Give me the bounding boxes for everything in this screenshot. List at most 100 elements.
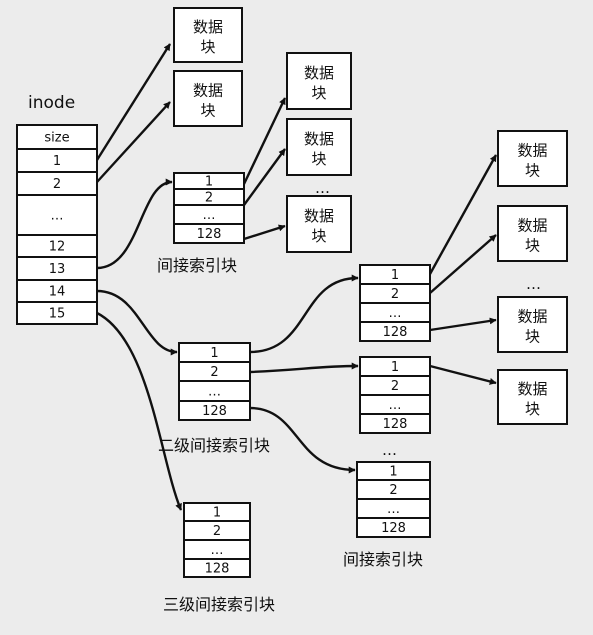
child-index-c-entry: … (387, 502, 400, 517)
triple-index-entry: 1 (213, 506, 221, 521)
single-index-entry: 1 (205, 175, 213, 190)
double-indirect-index-label: 二级间接索引块 (158, 436, 270, 455)
triple-indirect-index-label: 三级间接索引块 (163, 595, 275, 614)
double-indirect-index-block: 1 2 … 128 二级间接索引块 (158, 342, 270, 455)
arrow-child1-1-to-data (428, 154, 498, 275)
data-block: 数据块 (173, 70, 243, 127)
data-block: 数据块 (286, 52, 352, 110)
data-block-label-line1: 数据 (304, 64, 334, 82)
arrow-single-128-to-data (243, 224, 286, 241)
arrow-single-2-to-data (243, 148, 286, 206)
child-index-b-entry: 2 (391, 379, 399, 394)
double-index-cell: 1 (178, 342, 251, 363)
data-block: 数据块 (497, 369, 568, 425)
child-index-c-cell: 1 (356, 461, 431, 481)
child-index-a-entry: 2 (391, 287, 399, 302)
inode-cell: 12 (16, 234, 98, 258)
single-index-cell: 128 (173, 223, 245, 244)
single-index-entry: … (203, 208, 216, 223)
data-block-label-line2: 块 (525, 400, 540, 418)
inode-cell: … (16, 194, 98, 236)
single-index-cell: 2 (173, 188, 245, 206)
inode-entry: 12 (49, 240, 66, 255)
triple-index-entry: … (211, 543, 224, 558)
child-index-b-entry: … (389, 398, 402, 413)
child-index-a-cell: 2 (359, 283, 431, 304)
triple-indirect-index-block: 1 2 … 128 三级间接索引块 (163, 502, 275, 614)
triple-index-cell: 2 (183, 520, 251, 541)
data-block-label-line1: 数据 (517, 217, 547, 235)
child-index-c-cell: … (356, 498, 431, 519)
double-index-cell: 2 (178, 361, 251, 382)
data-block-label-line2: 块 (311, 227, 326, 245)
child-index-c-cell: 2 (356, 479, 431, 500)
child-index-b-entry: 1 (391, 360, 399, 375)
inode-title: inode (28, 93, 75, 113)
arrow-double-1-to-child (249, 274, 359, 354)
pointer-arrows (95, 43, 498, 511)
data-block: 数据块 (497, 296, 568, 353)
data-block-label-line2: 块 (311, 150, 326, 168)
double-index-entry: … (208, 385, 221, 400)
triple-index-entry: 2 (213, 524, 221, 539)
child-index-b-entry: 128 (383, 417, 408, 432)
double-index-entry: 128 (202, 404, 227, 419)
data-block-label-line2: 块 (200, 38, 215, 56)
child-index-b-cell: 1 (359, 356, 431, 377)
inode-cell: 14 (16, 279, 98, 303)
inode-cell: size (16, 124, 98, 150)
triple-index-cell: 1 (183, 502, 251, 522)
arrow-inode-15-to-triple-index (96, 311, 183, 511)
arrow-double-128-to-child (249, 406, 356, 474)
inode-cell: 13 (16, 256, 98, 281)
data-block-label-line1: 数据 (193, 82, 223, 100)
inode-cell: 1 (16, 148, 98, 173)
data-ellipsis-double: … (526, 275, 541, 293)
single-index-entry: 2 (205, 191, 213, 206)
data-block: 数据块 (286, 118, 352, 176)
single-indirect-index-block: 12 … 128 间接索引块 (157, 172, 245, 275)
arrow-double-2-to-child (249, 362, 359, 374)
double-index-entry: 1 (210, 346, 218, 361)
data-block: 数据块 (497, 205, 568, 262)
child-index-a-cell: … (359, 302, 431, 323)
child-indirect-index-label: 间接索引块 (343, 550, 423, 569)
child-index-b-cell: … (359, 394, 431, 415)
data-block-ellipses: … … (315, 179, 541, 293)
inode-entry: size (44, 131, 69, 146)
data-block-label-line2: 块 (525, 237, 540, 255)
data-block-label-line1: 数据 (517, 308, 547, 326)
data-block-label-line2: 块 (311, 84, 326, 102)
data-block-label-line1: 数据 (304, 207, 334, 225)
arrow-child1-128-to-data (429, 317, 497, 332)
arrow-inode-14-to-double-index (96, 289, 178, 356)
child-index-a-cell: 128 (359, 321, 431, 342)
inode-entry: 14 (49, 285, 66, 300)
child-index-a-entry: 128 (383, 325, 408, 340)
child-index-a-entry: … (389, 306, 402, 321)
data-block-label-line2: 块 (200, 102, 215, 120)
double-index-entry: 2 (210, 365, 218, 380)
inode-entry: 13 (49, 262, 66, 277)
child-index-c-entry: 128 (381, 521, 406, 536)
single-index-cell: 1 (173, 172, 245, 190)
inode-cell: 15 (16, 301, 98, 325)
data-block: 数据块 (173, 7, 243, 63)
inode-entry: 15 (49, 307, 66, 322)
single-index-cell: … (173, 204, 245, 225)
arrow-single-1-to-data (242, 97, 287, 185)
inode-entry: 1 (53, 154, 61, 169)
data-block: 数据块 (286, 195, 352, 253)
single-indirect-index-label: 间接索引块 (157, 256, 237, 275)
data-block-label-line2: 块 (525, 162, 540, 180)
child-index-c-entry: 2 (389, 483, 397, 498)
double-index-cell: … (178, 380, 251, 402)
data-block-label-line1: 数据 (517, 142, 547, 160)
single-index-entry: 128 (197, 227, 222, 242)
data-block-label-line1: 数据 (304, 130, 334, 148)
data-block-label-line1: 数据 (517, 380, 547, 398)
triple-index-entry: 128 (205, 562, 230, 577)
